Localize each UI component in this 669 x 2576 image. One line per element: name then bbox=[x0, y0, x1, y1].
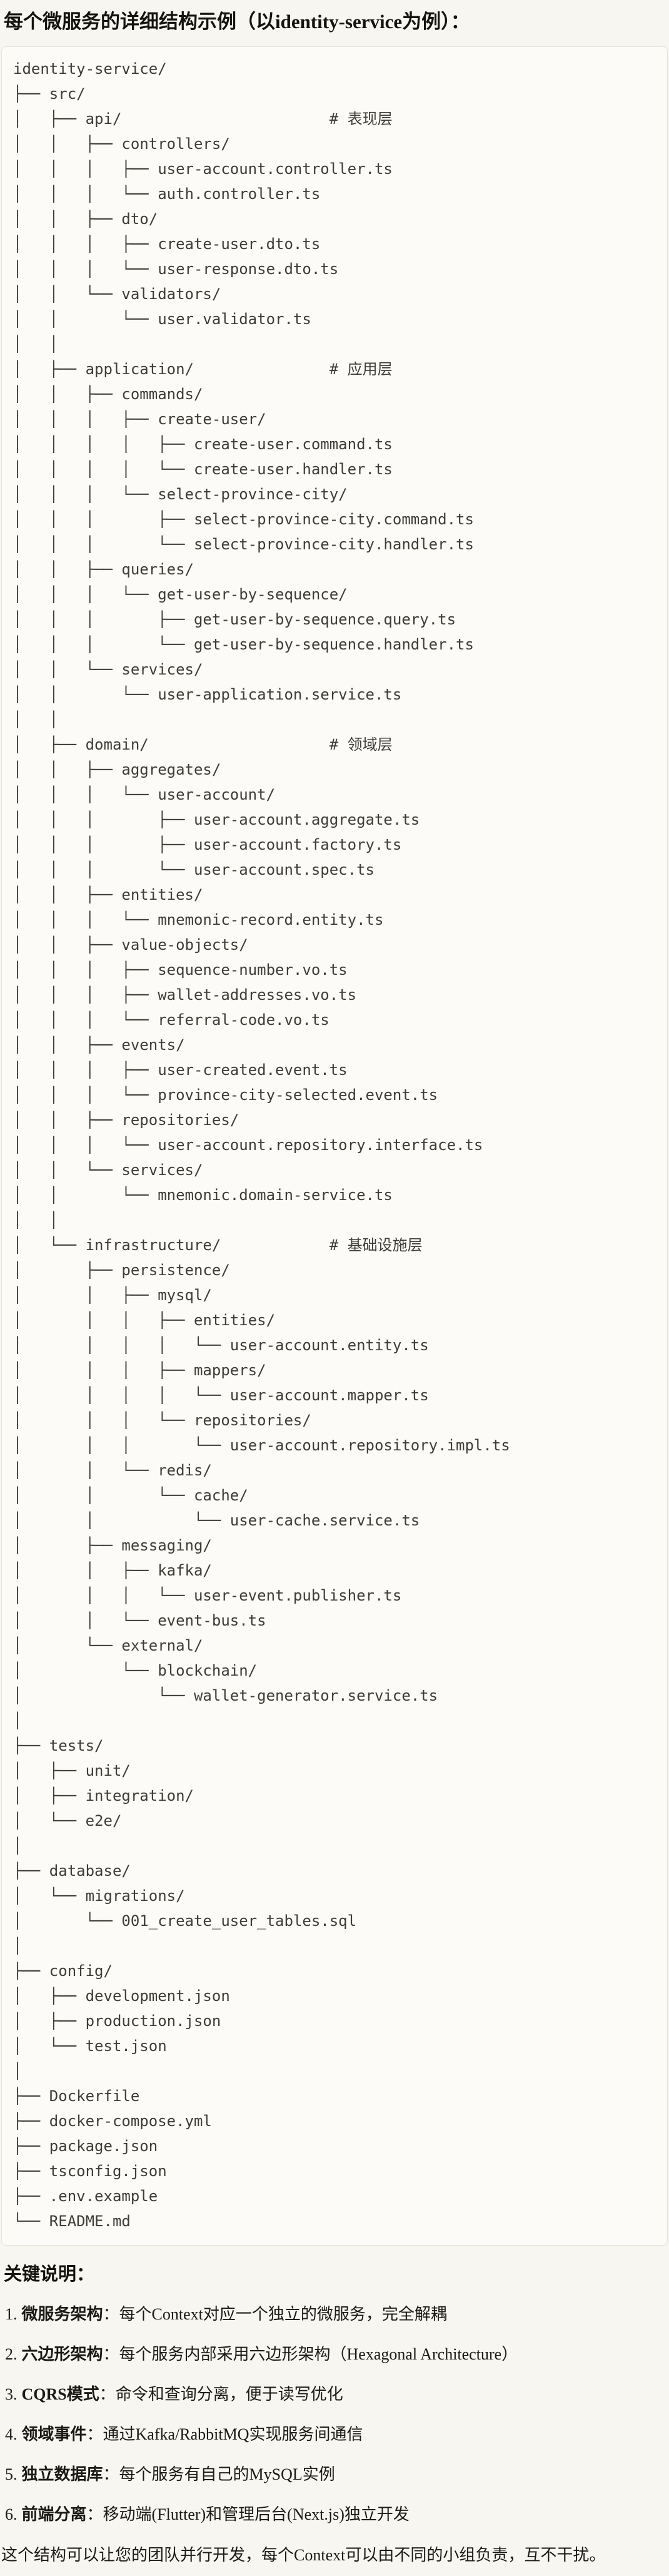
note-number: 4. bbox=[5, 2425, 18, 2443]
note-term: 微服务架构 bbox=[21, 2305, 103, 2323]
note-description: 命令和查询分离，便于读写优化 bbox=[115, 2385, 343, 2403]
note-description: 每个服务有自己的MySQL实例 bbox=[119, 2465, 335, 2483]
note-number: 6. bbox=[5, 2505, 18, 2523]
note-number: 2. bbox=[5, 2345, 18, 2363]
notes-heading: 关键说明： bbox=[4, 2264, 95, 2284]
closing-paragraph: 这个结构可以让您的团队并行开发，每个Context可以由不同的小组负责，互不干扰… bbox=[1, 2546, 606, 2564]
note-separator: ： bbox=[103, 2305, 119, 2323]
note-item-2: 2.六边形架构：每个服务内部采用六边形架构（Hexagonal Architec… bbox=[5, 2344, 669, 2365]
note-separator: ： bbox=[103, 2345, 119, 2363]
note-separator: ： bbox=[86, 2505, 103, 2523]
note-number: 3. bbox=[5, 2385, 18, 2403]
note-term: 领域事件 bbox=[21, 2425, 87, 2443]
note-term: CQRS模式 bbox=[21, 2385, 99, 2403]
note-description: 移动端(Flutter)和管理后台(Next.js)独立开发 bbox=[103, 2505, 410, 2523]
note-number: 1. bbox=[5, 2305, 18, 2323]
note-item-3: 3.CQRS模式：命令和查询分离，便于读写优化 bbox=[5, 2385, 669, 2405]
note-item-4: 4.领域事件：通过Kafka/RabbitMQ实现服务间通信 bbox=[5, 2425, 669, 2445]
note-description: 每个Context对应一个独立的微服务，完全解耦 bbox=[119, 2305, 447, 2323]
note-separator: ： bbox=[103, 2465, 119, 2483]
code-block: identity-service/ ├── src/ │ ├── api/ # … bbox=[1, 46, 668, 2246]
note-number: 5. bbox=[5, 2465, 18, 2483]
note-term: 前端分离 bbox=[21, 2505, 87, 2523]
note-item-1: 1.微服务架构：每个Context对应一个独立的微服务，完全解耦 bbox=[5, 2304, 669, 2324]
note-separator: ： bbox=[86, 2425, 103, 2443]
directory-tree: identity-service/ ├── src/ │ ├── api/ # … bbox=[13, 60, 510, 2230]
notes-list: 1.微服务架构：每个Context对应一个独立的微服务，完全解耦 2.六边形架构… bbox=[0, 2304, 669, 2525]
page-title: 每个微服务的详细结构示例（以identity-service为例）： bbox=[4, 11, 470, 33]
note-item-6: 6.前端分离：移动端(Flutter)和管理后台(Next.js)独立开发 bbox=[5, 2505, 669, 2525]
note-term: 独立数据库 bbox=[21, 2465, 103, 2483]
note-description: 每个服务内部采用六边形架构（Hexagonal Architecture） bbox=[119, 2345, 518, 2363]
note-description: 通过Kafka/RabbitMQ实现服务间通信 bbox=[103, 2425, 363, 2443]
note-term: 六边形架构 bbox=[21, 2345, 103, 2363]
note-separator: ： bbox=[99, 2385, 116, 2403]
note-item-5: 5.独立数据库：每个服务有自己的MySQL实例 bbox=[5, 2465, 669, 2485]
